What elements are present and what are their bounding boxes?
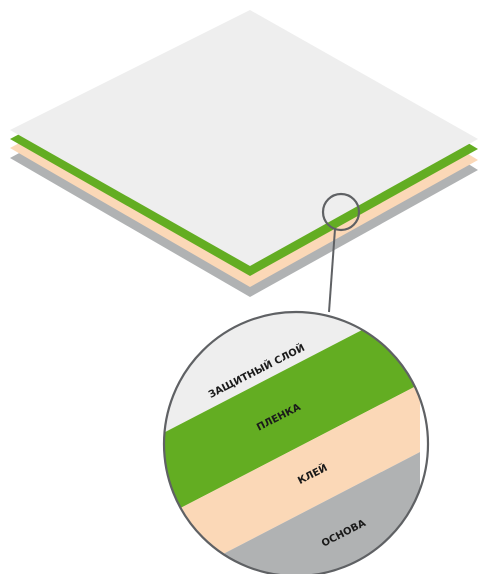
zoom-marker-circle bbox=[321, 192, 361, 232]
layered-sheet bbox=[10, 10, 478, 297]
magnifier-outline bbox=[162, 310, 430, 574]
zoom-film-layer bbox=[164, 312, 420, 529]
magnified-cross-section: ЗАЩИТНЫЙ СЛОЙ ПЛЕНКА КЛЕЙ ОСНОВА bbox=[164, 312, 420, 574]
sheet-protective-layer bbox=[10, 10, 478, 266]
callout-line bbox=[328, 228, 336, 313]
